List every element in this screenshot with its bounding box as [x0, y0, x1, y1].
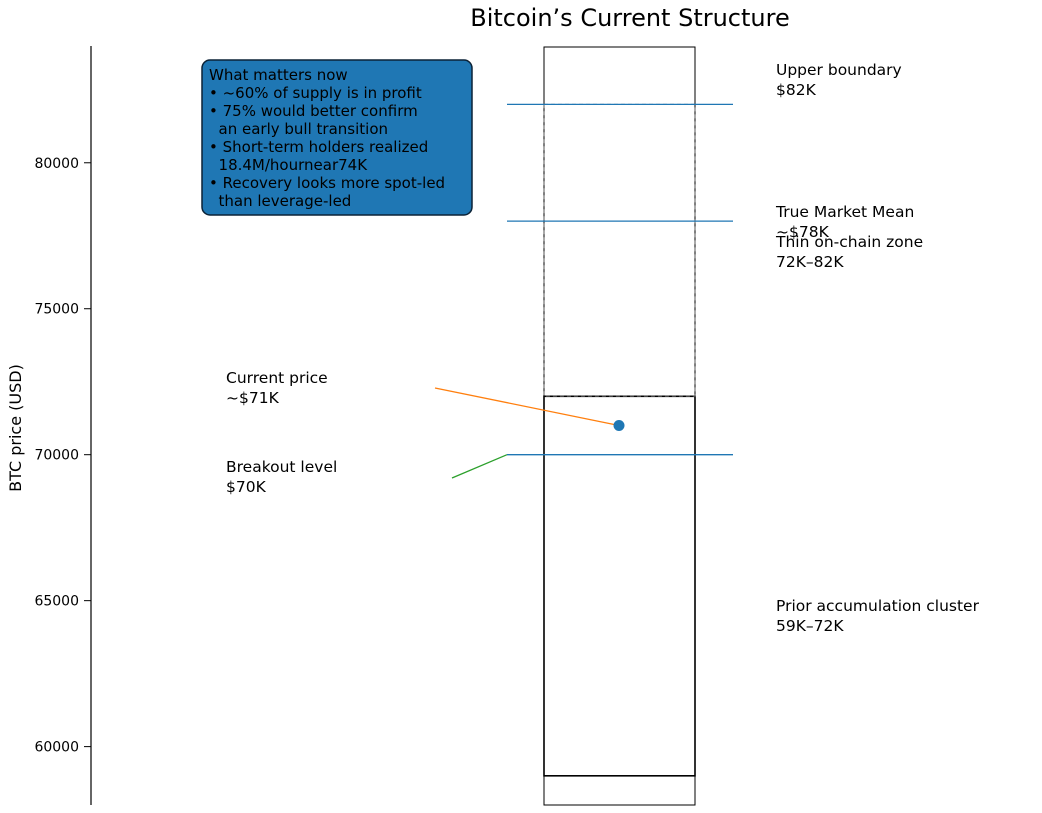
prior-cluster-label-line: Prior accumulation cluster [776, 597, 980, 615]
current-price-label: Current price ~$71K [226, 369, 328, 407]
true-market-mean-label: True Market Mean ~$78K [775, 203, 914, 241]
prior-cluster-label: Prior accumulation cluster 59K–72K [776, 597, 980, 635]
breakout-level-label: Breakout level $70K [226, 458, 337, 496]
info-box-line: • ~60% of supply is in profit [209, 84, 422, 102]
info-box-line: • 75% would better confirm [209, 102, 418, 120]
current-price-pointer [434, 387, 620, 427]
info-box-background [201, 59, 473, 216]
info-box-line: • Recovery looks more spot-led [209, 174, 445, 192]
thin-zone-label-line: Thin on-chain zone [775, 233, 923, 251]
thin-zone-label-line: 72K–82K [776, 253, 844, 271]
upper-boundary-label-line: Upper boundary [776, 61, 902, 79]
upper-boundary-label: Upper boundary $82K [776, 61, 902, 99]
true-market-mean-label-line: ~$78K [776, 223, 830, 241]
y-axis-ticks: 60000 65000 70000 75000 80000 [34, 156, 91, 756]
breakout-pointer [451, 454, 508, 479]
levels-layer [507, 103, 733, 456]
thin-zone-label: Thin on-chain zone 72K–82K [775, 233, 923, 271]
prior-cluster-label-line: 59K–72K [776, 617, 844, 635]
y-tick-label: 60000 [34, 740, 79, 756]
current-price-marker [613, 420, 625, 431]
info-box-line: 18.4M/hournear74K [209, 156, 368, 174]
info-box-line: • Short-term holders realized [209, 138, 428, 156]
y-tick-label: 80000 [34, 156, 79, 172]
info-box-line: What matters now [209, 66, 348, 84]
current-price-label-line: Current price [226, 369, 328, 387]
y-tick-label: 75000 [34, 302, 79, 318]
info-box: What matters now • ~60% of supply is in … [201, 59, 473, 216]
callouts-layer [434, 387, 625, 479]
upper-boundary-label-line: $82K [776, 81, 817, 99]
info-box-line: than leverage-led [209, 192, 351, 210]
y-axis-label: BTC price (USD) [6, 364, 25, 492]
zones-layer [543, 46, 696, 806]
labels-layer: Upper boundary $82K True Market Mean ~$78KT… [226, 61, 980, 635]
true-market-mean-label-line: True Market Mean [775, 203, 914, 221]
y-tick-label: 65000 [34, 594, 79, 610]
breakout-level-label-line: $70K [226, 478, 267, 496]
info-box-text: What matters now • ~60% of supply is in … [209, 66, 450, 210]
thin-zone-band [543, 103, 696, 397]
chart-title: Bitcoin’s Current Structure [470, 4, 789, 32]
accumulation-zone-band [543, 395, 696, 777]
breakout-level-label-line: Breakout level [226, 458, 337, 476]
y-tick-label: 70000 [34, 448, 79, 464]
current-price-label-line: ~$71K [226, 389, 280, 407]
info-box-line: an early bull transition [209, 120, 388, 138]
